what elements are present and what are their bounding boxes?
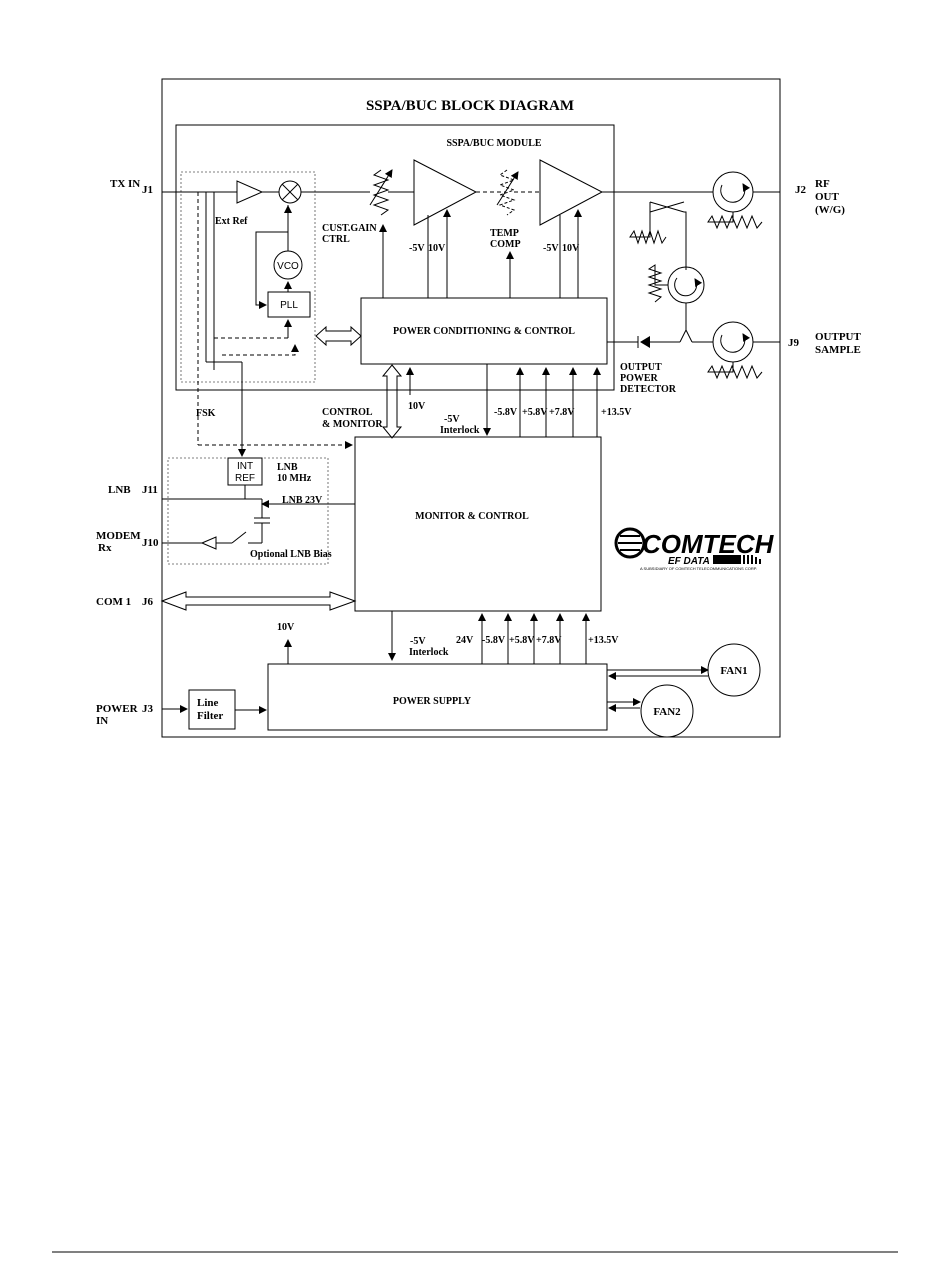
com1-bus	[160, 591, 357, 611]
modem-buffer	[200, 536, 217, 550]
output-isolator-icon	[712, 171, 754, 213]
pll-label: PLL	[280, 300, 298, 311]
rf-out-label-3: (W/G)	[815, 204, 845, 216]
ps-p135: +13.5V	[588, 635, 619, 646]
tx-in-label: TX IN	[110, 178, 140, 190]
power-supply-label: POWER SUPPLY	[393, 696, 472, 707]
j2-label: J2	[795, 184, 807, 196]
cust-gain-attenuator	[369, 169, 393, 216]
driver-amplifier	[236, 180, 264, 204]
line-filter-label-1: Line	[197, 697, 219, 709]
top-p58: +5.8V	[522, 407, 548, 418]
monitor-control-label: MONITOR & CONTROL	[415, 511, 529, 522]
ext-ref-label: Ext Ref	[215, 216, 248, 227]
top-p78: +7.8V	[549, 407, 575, 418]
modem-label-2: Rx	[98, 542, 112, 554]
logo-tagline: A SUBSIDIARY OF COMTECH TELECOMMUNICATIO…	[640, 566, 757, 571]
int-ref-label-2: REF	[235, 473, 255, 484]
power-supply-block	[267, 663, 608, 731]
diagram-title: SSPA/BUC BLOCK DIAGRAM	[366, 98, 574, 114]
output-sample-label-1: OUTPUT	[815, 331, 862, 343]
detector-diode-icon	[640, 336, 650, 348]
interlock-top-1: -5V	[444, 414, 460, 425]
sample-isolator-icon	[712, 321, 754, 363]
top-p135: +13.5V	[601, 407, 632, 418]
pll-control-bus	[315, 325, 362, 347]
logo-sub: EF DATA	[668, 556, 710, 567]
comtech-logo: COMTECH EF DATA A SUBSIDIARY OF COMTECH …	[614, 527, 775, 571]
ps-10v: 10V	[277, 622, 295, 633]
fan1-label: FAN1	[720, 665, 747, 677]
fan2	[640, 684, 694, 738]
output-sample-label-2: SAMPLE	[815, 344, 861, 356]
j1-label: J1	[142, 184, 153, 196]
fan1	[707, 643, 761, 697]
monitor-control-block	[354, 436, 602, 612]
j6-label: J6	[142, 596, 154, 608]
top-m58: -5.8V	[494, 407, 518, 418]
rf-out-label-2: OUT	[815, 191, 840, 203]
fsk-label: FSK	[196, 408, 216, 419]
amp1-m5v: -5V	[409, 243, 425, 254]
j3-label: J3	[142, 703, 154, 715]
temp-comp-attenuator	[496, 169, 519, 216]
interlock-bot-1: -5V	[410, 636, 426, 647]
ps-24v: 24V	[456, 635, 474, 646]
control-monitor-label-2: & MONITOR	[322, 419, 383, 430]
mixer-icon	[278, 180, 302, 204]
temp-comp-label-2: COMP	[490, 239, 521, 250]
rf-out-label-1: RF	[815, 178, 830, 190]
output-power-label-1: OUTPUT	[620, 362, 662, 373]
optional-lnb-bias-label: Optional LNB Bias	[250, 549, 332, 560]
amp1-10v: 10V	[428, 243, 446, 254]
lnb-23v-label: LNB 23V	[282, 495, 323, 506]
control-monitor-bus	[381, 364, 403, 439]
output-power-label-2: POWER	[620, 373, 659, 384]
int-ref-label-1: INT	[237, 461, 253, 472]
temp-comp-label-1: TEMP	[490, 228, 519, 239]
amp2-m5v: -5V	[543, 243, 559, 254]
power-amplifier-2	[539, 159, 604, 226]
amp2-10v: 10V	[562, 243, 580, 254]
ps-p78: +7.8V	[536, 635, 562, 646]
outer-frame	[161, 78, 781, 738]
power-amplifier-1	[413, 159, 478, 226]
pc-10v: 10V	[408, 401, 426, 412]
logo-name: COMTECH	[642, 529, 775, 559]
ps-m58: -5.8V	[482, 635, 506, 646]
control-monitor-label-1: CONTROL	[322, 407, 373, 418]
com1-label: COM 1	[96, 596, 131, 608]
j10-label: J10	[142, 537, 159, 549]
module-title: SSPA/BUC MODULE	[446, 138, 541, 149]
lnb-label: LNB	[108, 484, 131, 496]
interlock-top-2: Interlock	[440, 425, 480, 436]
interlock-bot-2: Interlock	[409, 647, 449, 658]
power-conditioning-label: POWER CONDITIONING & CONTROL	[393, 326, 575, 337]
power-in-label-2: IN	[96, 715, 108, 727]
j9-label: J9	[788, 337, 800, 349]
power-in-label-1: POWER	[96, 703, 139, 715]
modem-label-1: MODEM	[96, 530, 141, 542]
cust-gain-label-1: CUST.GAIN	[322, 223, 377, 234]
sspa-buc-module	[175, 124, 615, 391]
coupler-isolator-icon	[667, 266, 705, 304]
lnb-10mhz-label-2: 10 MHz	[277, 473, 312, 484]
output-power-label-3: DETECTOR	[620, 384, 677, 395]
power-conditioning-block	[360, 297, 608, 365]
ps-p58: +5.8V	[509, 635, 535, 646]
cust-gain-label-2: CTRL	[322, 234, 350, 245]
pll-block	[267, 291, 311, 318]
j11-label: J11	[142, 484, 158, 496]
lnb-10mhz-label-1: LNB	[277, 462, 298, 473]
line-filter-label-2: Filter	[197, 710, 223, 722]
vco-label: VCO	[277, 261, 299, 272]
fan2-label: FAN2	[653, 706, 681, 718]
